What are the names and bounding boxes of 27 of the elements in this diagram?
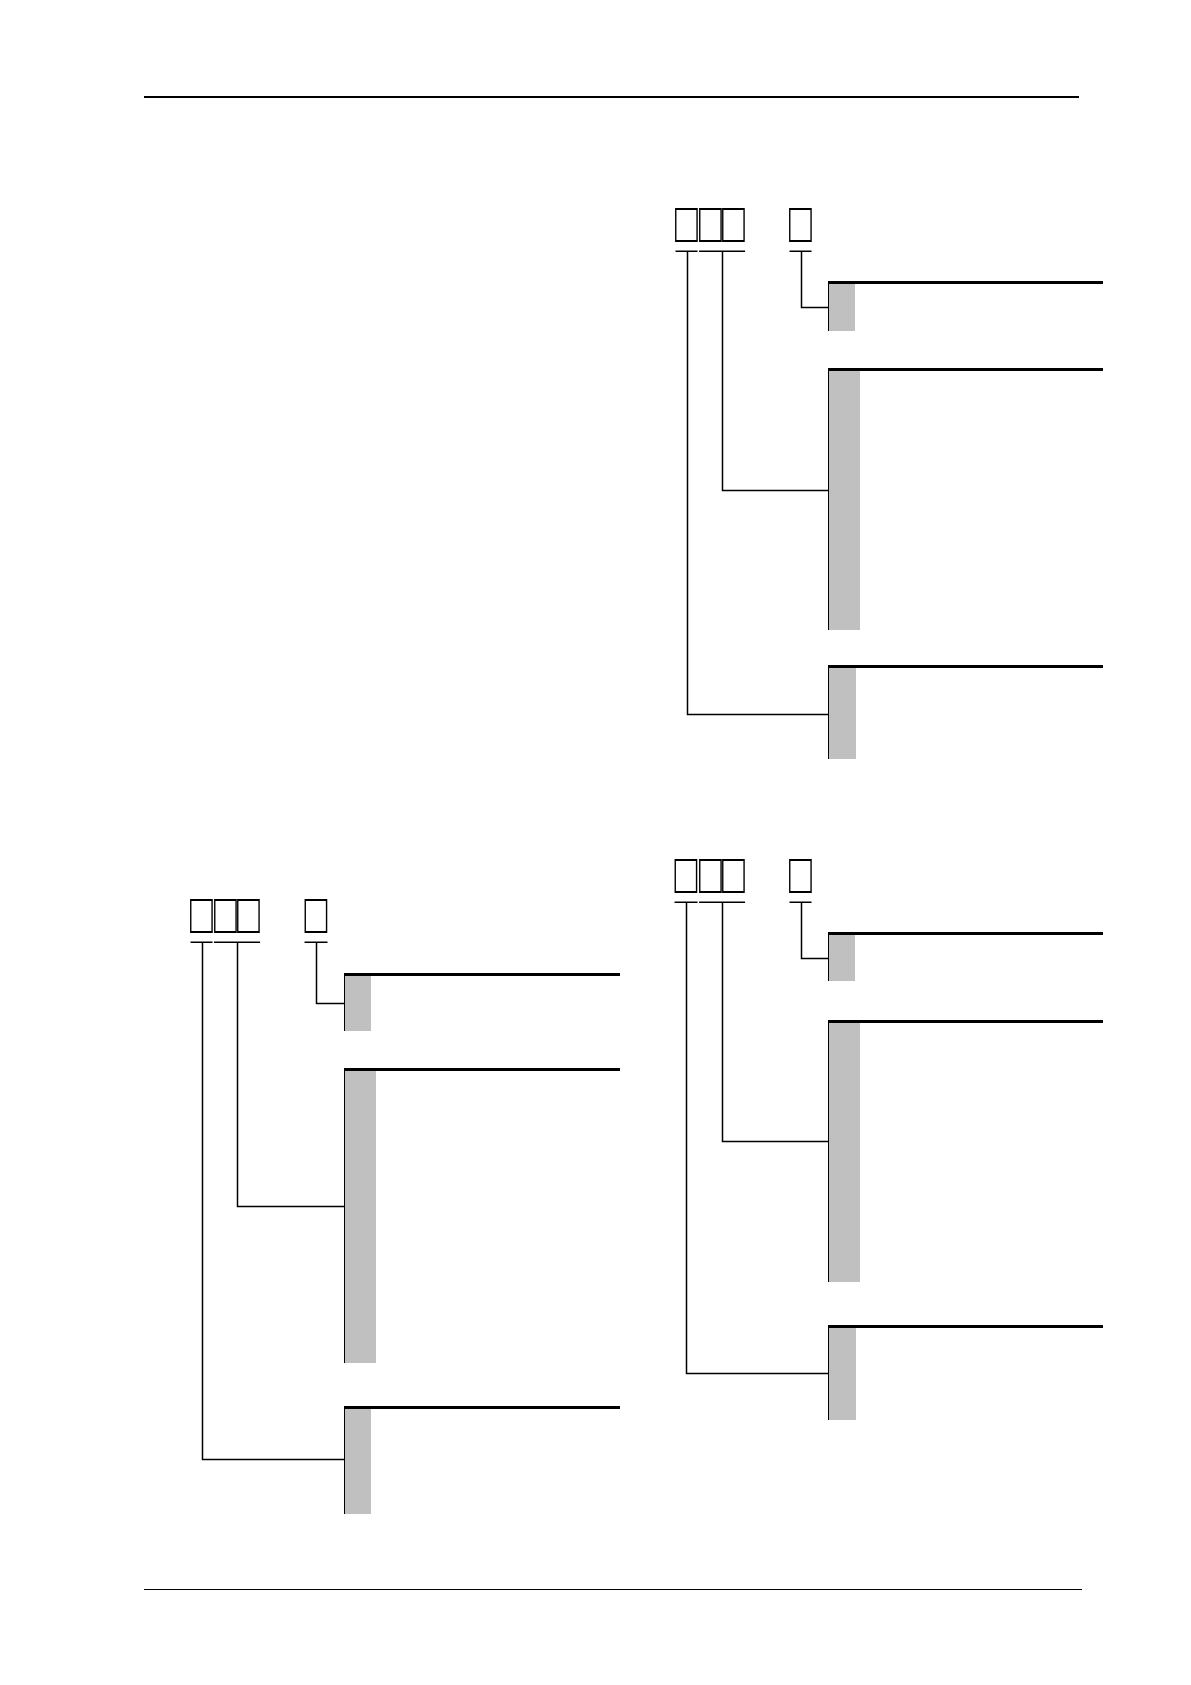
underlined-label: □ [674, 844, 698, 903]
shaded-bar-section [828, 368, 1103, 630]
underlined-label: □ [675, 193, 698, 252]
underlined-label: □ [304, 884, 328, 943]
underlined-label: □□ [699, 193, 745, 252]
shaded-bar-section [344, 973, 620, 1031]
leader-line [685, 901, 829, 1375]
shaded-bar-section [828, 665, 1103, 759]
shaded-bar-section [344, 1068, 620, 1363]
underlined-label: □□ [699, 844, 745, 903]
leader-line [315, 942, 345, 1005]
shaded-bar-section [828, 1325, 1103, 1420]
leader-line [800, 901, 829, 960]
underlined-label: □ [789, 844, 812, 903]
underlined-label: □ [190, 884, 213, 943]
shaded-bar-section [344, 1406, 620, 1514]
leader-line [800, 251, 829, 309]
leader-line [721, 251, 829, 492]
shaded-bar-section [828, 932, 1103, 981]
leader-line [686, 251, 829, 716]
underlined-label: □□ [214, 884, 260, 943]
shaded-bar-section [828, 281, 1103, 331]
underlined-label: □ [789, 193, 812, 252]
shaded-bar-section [828, 1020, 1103, 1282]
leader-line [201, 942, 345, 1461]
leader-line [721, 901, 829, 1143]
leader-line [236, 942, 345, 1208]
